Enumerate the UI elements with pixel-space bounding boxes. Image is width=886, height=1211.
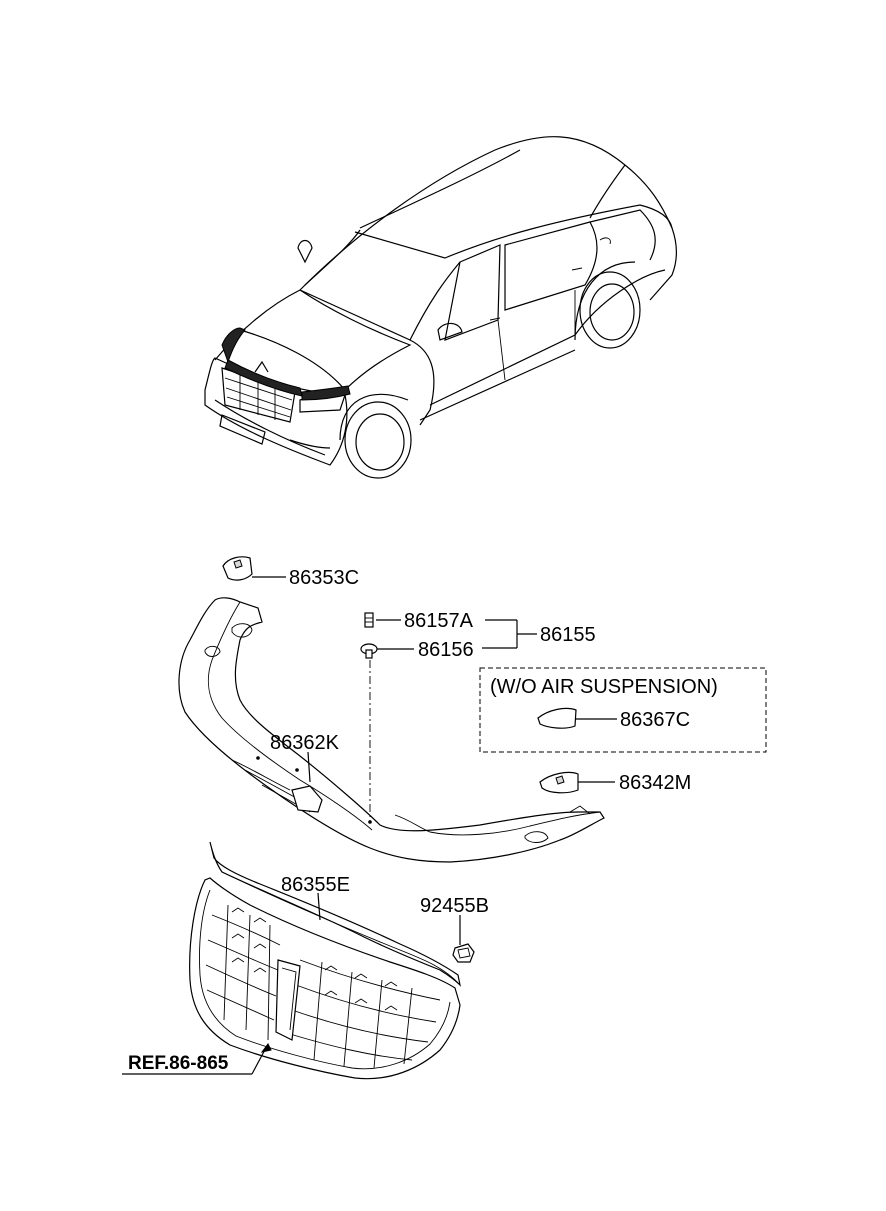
label-86155: 86155 [540, 624, 596, 646]
molding-strip-icon [209, 841, 461, 987]
variant-box [479, 667, 767, 753]
radiator-grille-icon [189, 877, 461, 1080]
label-86157A: 86157A [404, 610, 474, 632]
cover-cap-icon [222, 556, 253, 581]
label-86342M: 86342M [619, 772, 691, 794]
label-86355E: 86355E [281, 874, 350, 896]
reference-label: REF.86-865 [128, 1053, 229, 1074]
front-cover-panel-icon [178, 597, 605, 863]
clip-icon [360, 643, 378, 659]
cover-cap-icon [537, 707, 577, 729]
label-86367C: 86367C [620, 709, 690, 731]
cover-cap-icon [539, 771, 579, 794]
label-92455B: 92455B [420, 895, 489, 917]
variant-note: (W/O AIR SUSPENSION) [490, 676, 718, 698]
label-86353C: 86353C [289, 567, 359, 589]
label-86156: 86156 [418, 639, 474, 661]
car-overview-icon [204, 136, 678, 479]
label-86362K: 86362K [270, 732, 340, 754]
nut-icon [452, 943, 475, 963]
bolt-icon [364, 612, 374, 628]
